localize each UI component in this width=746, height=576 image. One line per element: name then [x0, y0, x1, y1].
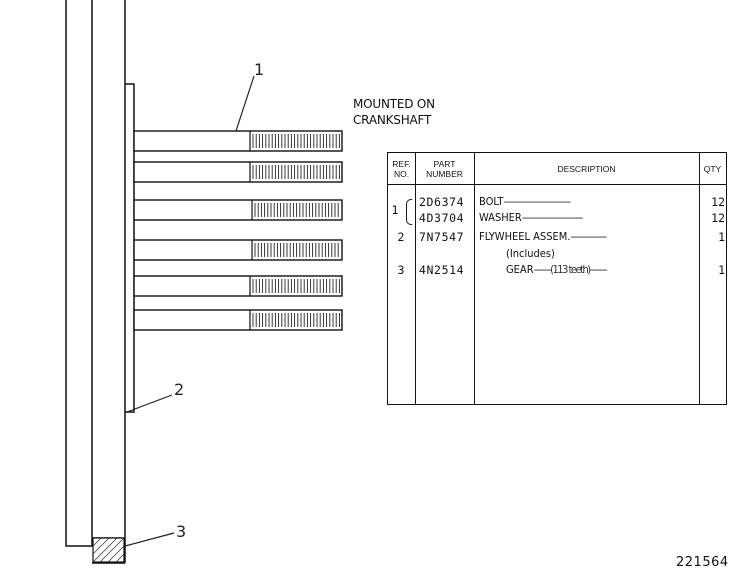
header-part-line2: NUMBER — [426, 168, 463, 179]
ref-1-brace — [406, 199, 412, 225]
flywheel-outline — [65, 0, 96, 547]
mounting-note-line1: MOUNTED ON — [353, 97, 435, 111]
row-5-desc: GEAR--------(113 teeth)-------- — [506, 263, 608, 277]
row-1-part: 2D6374 — [419, 195, 465, 209]
row-1-ref: 1 — [391, 203, 399, 217]
row-3-desc-text: FLYWHEEL ASSEM. — [479, 230, 571, 243]
ring-gear-section — [92, 537, 125, 563]
leader-3 — [124, 532, 175, 547]
bolts-group — [133, 130, 343, 331]
row-2-part: 4D3704 — [419, 211, 465, 225]
row-5-qty: 1 — [718, 263, 725, 277]
bolt — [133, 199, 343, 221]
header-qty-text: QTY — [703, 163, 722, 174]
row-3-leader: ----------------- — [570, 230, 607, 243]
header-ref-line2: NO. — [393, 168, 410, 179]
header-part-number: PART NUMBER — [415, 153, 474, 184]
bolt — [133, 239, 343, 261]
bolt — [133, 309, 343, 331]
row-1-leader: -------------------------------- — [503, 195, 571, 208]
header-part-line1: PART — [433, 158, 456, 169]
header-ref-line1: REF. — [392, 158, 411, 169]
row-3-desc: FLYWHEEL ASSEM.----------------- — [479, 230, 607, 244]
row-5-ref: 3 — [397, 263, 405, 277]
callout-3: 3 — [176, 522, 187, 541]
row-3-ref: 2 — [397, 230, 405, 244]
row-1-desc: BOLT-------------------------------- — [479, 195, 571, 209]
header-description-text: DESCRIPTION — [557, 163, 616, 174]
header-description: DESCRIPTION — [474, 153, 699, 184]
row-3-part: 7N7547 — [419, 230, 465, 244]
header-ref-no: REF. NO. — [388, 153, 415, 184]
mounting-note-line2: CRANKSHAFT — [353, 113, 432, 127]
header-qty: QTY — [699, 153, 726, 184]
hub-flange — [125, 83, 135, 413]
row-2-leader: ----------------------------- — [521, 211, 584, 224]
callout-2: 2 — [174, 380, 185, 399]
row-4-desc-text: (Includes) — [506, 247, 555, 260]
leader-2 — [126, 394, 173, 413]
row-2-desc: WASHER----------------------------- — [479, 211, 584, 225]
row-1-desc-text: BOLT — [479, 195, 504, 208]
bolt — [133, 275, 343, 297]
row-5-part: 4N2514 — [419, 263, 465, 277]
row-1-qty: 12 — [711, 195, 725, 209]
leader-1 — [235, 75, 255, 132]
row-4-desc: (Includes) — [506, 247, 555, 261]
figure-number: 221564 — [676, 555, 729, 570]
row-2-desc-text: WASHER — [479, 211, 522, 224]
bolt — [133, 130, 343, 152]
bolt — [133, 161, 343, 183]
row-2-qty: 12 — [711, 211, 725, 225]
parts-table: REF. NO. PART NUMBER DESCRIPTION QTY 1 2… — [387, 152, 727, 405]
mounting-note: MOUNTED ON CRANKSHAFT — [353, 96, 435, 128]
row-3-qty: 1 — [718, 230, 725, 244]
callout-1: 1 — [254, 60, 265, 79]
row-5-leader: --------(113 teeth)-------- — [533, 263, 608, 276]
row-5-desc-text: GEAR — [506, 263, 534, 276]
